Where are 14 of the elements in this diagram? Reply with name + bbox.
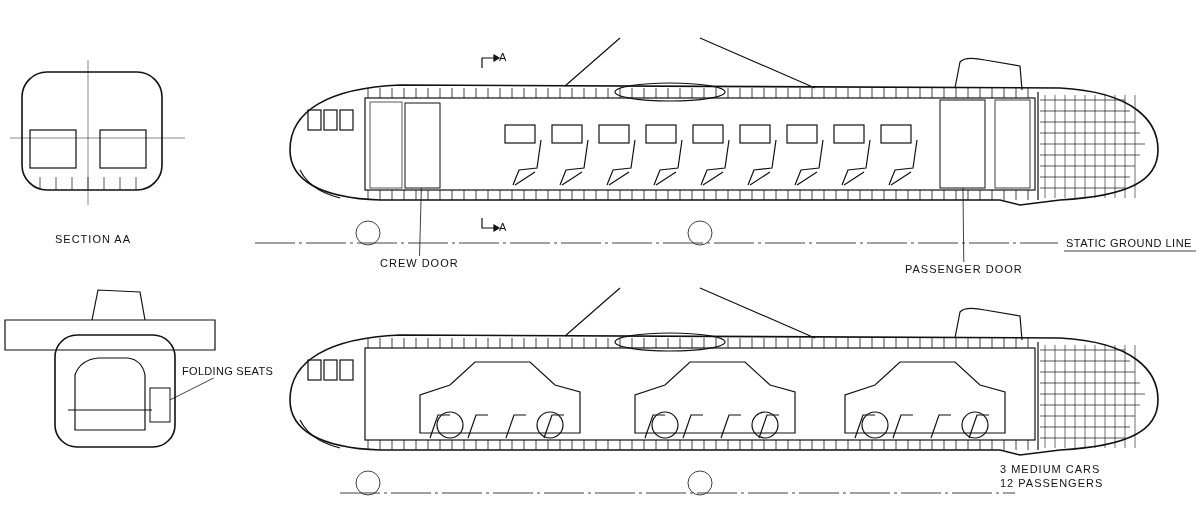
section-letter: A: [499, 220, 508, 234]
view-title: SECTION AA: [55, 232, 132, 246]
reference-label: STATIC GROUND LINE: [1066, 236, 1192, 250]
folding-seats: [149, 387, 171, 423]
callout-label: CREW DOOR: [380, 256, 459, 270]
leader-line: [169, 377, 215, 401]
callout-label: PASSENGER DOOR: [905, 262, 1023, 276]
callout-label: FOLDING SEATS: [182, 364, 274, 378]
leader-line: [419, 187, 422, 257]
door: [404, 102, 441, 189]
door: [939, 99, 986, 189]
leader-line: [962, 187, 965, 263]
section-letter: A: [499, 50, 508, 64]
capacity-note: 3 MEDIUM CARS 12 PASSENGERS: [1000, 462, 1105, 490]
